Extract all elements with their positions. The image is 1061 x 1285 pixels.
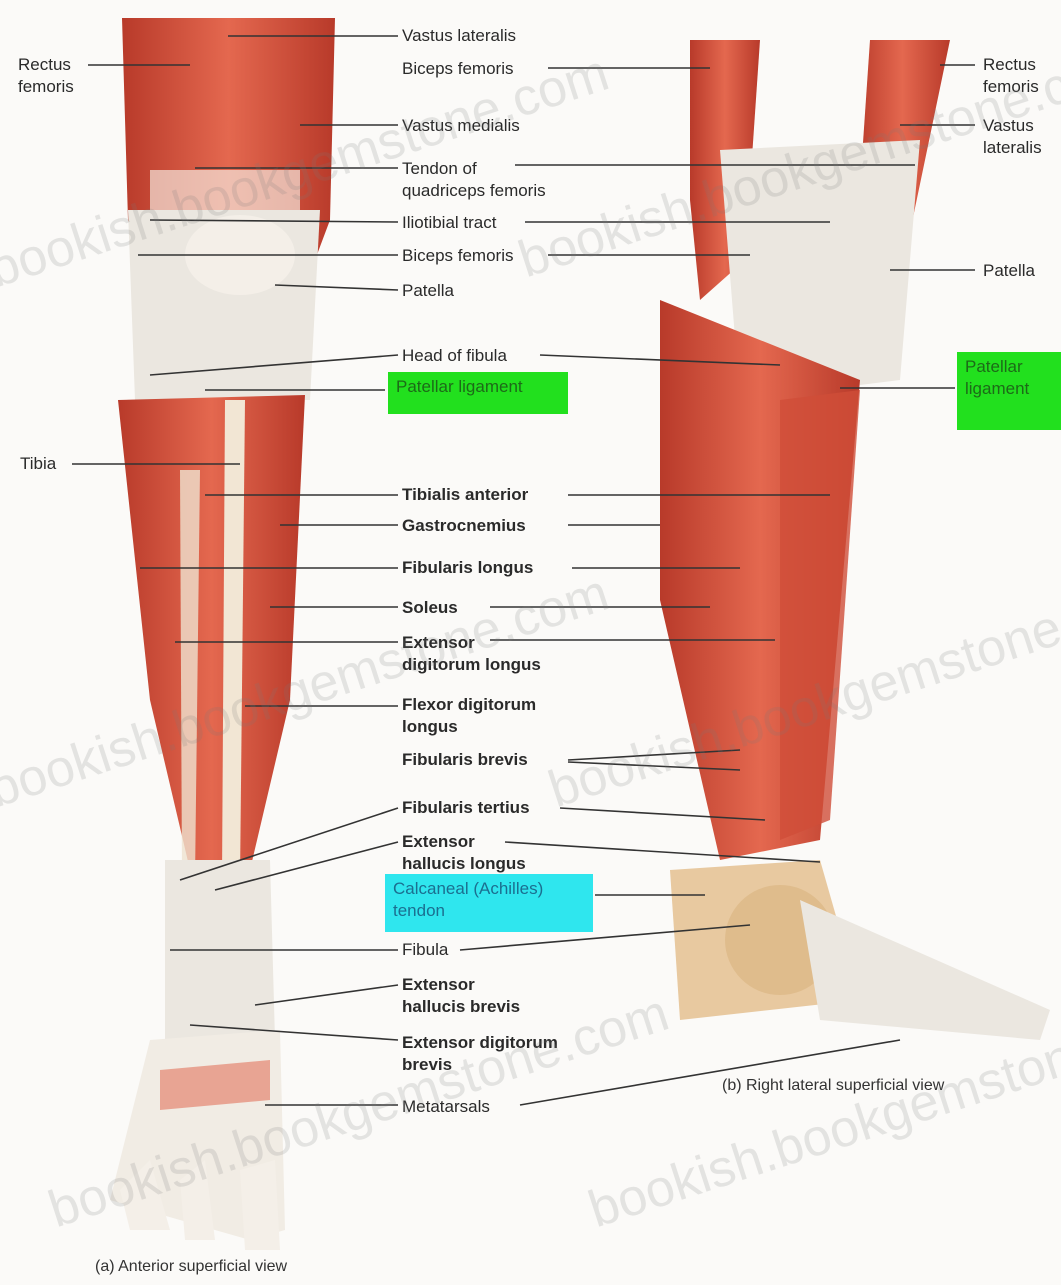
label-tibia: Tibia [20, 453, 56, 475]
label-tendon-quadriceps: Tendon of quadriceps femoris [402, 158, 546, 202]
label-gastrocnemius: Gastrocnemius [402, 515, 526, 537]
label-fibularis-longus: Fibularis longus [402, 557, 533, 579]
label-fibula: Fibula [402, 939, 448, 961]
label-patella-a: Patella [402, 280, 454, 302]
label-extensor-hallucis-brevis: Extensor hallucis brevis [402, 974, 520, 1018]
label-fibularis-brevis: Fibularis brevis [402, 749, 528, 771]
label-extensor-hallucis-longus: Extensor hallucis longus [402, 831, 526, 875]
label-patellar-ligament-b: Patellar ligament [957, 352, 1061, 430]
label-tibialis-anterior: Tibialis anterior [402, 484, 528, 506]
label-flexor-digitorum-longus: Flexor digitorum longus [402, 694, 536, 738]
label-iliotibial-tract: Iliotibial tract [402, 212, 496, 234]
label-biceps-femoris: Biceps femoris [402, 245, 513, 267]
label-rectus-femoris-a: Rectus femoris [18, 54, 74, 98]
label-head-of-fibula: Head of fibula [402, 345, 507, 367]
label-patellar-ligament-a: Patellar ligament [388, 372, 568, 414]
caption-panel-a: (a) Anterior superficial view [95, 1258, 287, 1276]
label-calcaneal-tendon: Calcaneal (Achilles) tendon [385, 874, 593, 932]
label-vastus-lateralis-a: Vastus lateralis [402, 25, 516, 47]
label-patella-b: Patella [983, 260, 1035, 282]
label-fibularis-tertius: Fibularis tertius [402, 797, 530, 819]
